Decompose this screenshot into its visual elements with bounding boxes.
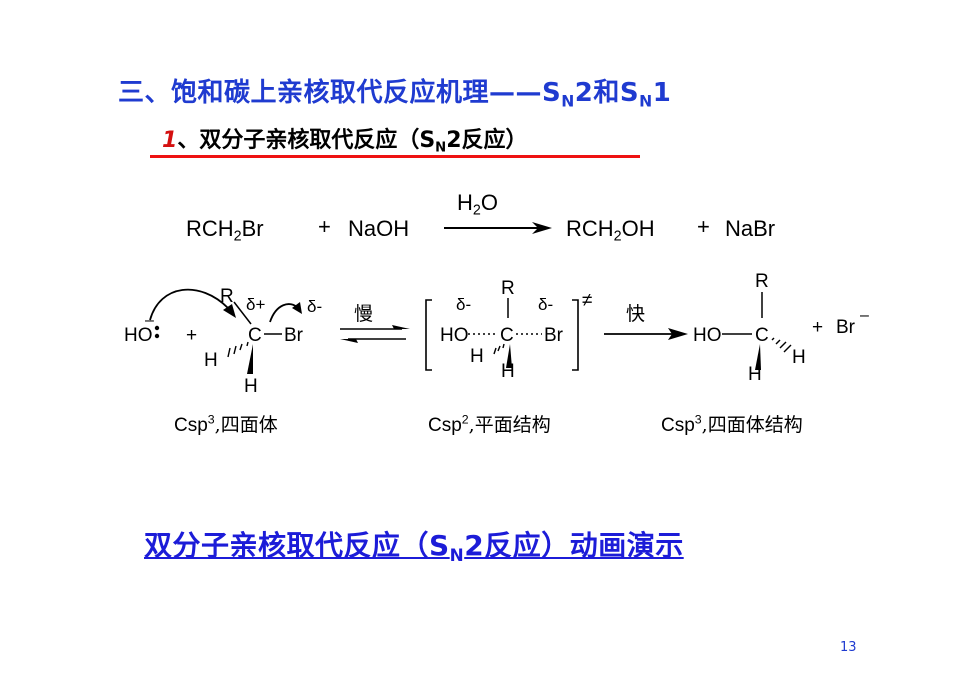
plus-sign: + — [697, 214, 710, 239]
plus-sign: + — [812, 317, 823, 338]
reactant-rch2br: RCH2Br — [186, 216, 264, 245]
reaction-condition: H2O — [457, 190, 498, 219]
subsection-title: 1、双分子亲核取代反应（SN2反应） — [162, 128, 528, 156]
arrow-head — [292, 302, 302, 314]
fast-label: 快 — [626, 303, 645, 325]
hashed-bond — [493, 343, 505, 355]
curved-arrow — [149, 288, 229, 321]
product-nabr: NaBr — [725, 216, 776, 241]
hydrogen-atom: H — [204, 350, 218, 371]
substituent-r: R — [501, 278, 515, 299]
plus-sign: + — [318, 214, 331, 239]
arrow-head — [668, 328, 688, 340]
substituent-r: R — [220, 286, 234, 307]
reactant-naoh: NaOH — [348, 216, 410, 241]
bromine-atom: Br — [544, 325, 564, 346]
delta-plus: δ+ — [246, 295, 265, 314]
arrow-head — [340, 339, 358, 343]
caption-reactant: Csp3,四面体 — [174, 412, 278, 436]
substituent-r: R — [755, 271, 769, 292]
hydrogen-atom: H — [792, 347, 806, 368]
transition-state-mark: ≠ — [582, 290, 592, 311]
lone-pair-dot — [154, 325, 160, 331]
hydroxide-label: HO — [440, 325, 469, 346]
negative-charge: – — [860, 307, 869, 324]
bromide-ion: Br — [836, 317, 856, 338]
slow-label: 慢 — [354, 303, 373, 325]
subtitle-underline — [150, 155, 640, 158]
hydroxyl-label: HO — [693, 325, 722, 346]
hashed-bond — [227, 341, 249, 358]
wedge-bond — [506, 344, 512, 368]
delta-minus: δ- — [538, 295, 553, 314]
hydroxide-label: HO — [124, 325, 153, 346]
wedge-bond — [755, 344, 761, 370]
carbon-atom: C — [248, 325, 262, 346]
page-number: 13 — [840, 640, 857, 655]
hydrogen-atom: H — [470, 346, 484, 367]
carbon-atom: C — [755, 325, 769, 346]
plus-sign: + — [186, 325, 197, 346]
animation-demo-link[interactable]: 双分子亲核取代反应（SN2反应）动画演示 — [144, 529, 684, 565]
hydrogen-atom: H — [501, 361, 515, 382]
delta-minus: δ- — [307, 297, 322, 316]
bromine-atom: Br — [284, 325, 304, 346]
reaction-arrow — [444, 222, 552, 234]
left-bracket — [425, 299, 432, 371]
caption-transition-state: Csp2,平面结构 — [428, 412, 551, 436]
right-bracket — [572, 299, 579, 371]
bond-line — [233, 301, 252, 325]
arrow-head — [223, 304, 236, 318]
caption-product: Csp3,四面体结构 — [661, 412, 803, 436]
lone-pair-dot — [154, 333, 160, 339]
delta-minus: δ- — [456, 295, 471, 314]
carbon-atom: C — [500, 325, 514, 346]
hydrogen-atom: H — [748, 364, 762, 385]
hashed-bond — [771, 337, 792, 353]
wedge-bond — [247, 344, 253, 374]
negative-charge: – — [145, 312, 154, 329]
section-title: 三、饱和碳上亲核取代反应机理——SN2和SN1 — [118, 78, 672, 111]
product-rch2oh: RCH2OH — [566, 216, 655, 245]
sn2-mechanism-diagram: HO – + R δ+ C Br δ- H H 慢 δ- R δ- HO C B… — [124, 271, 869, 397]
hydrogen-atom: H — [244, 376, 258, 397]
arrow-head — [392, 325, 410, 329]
